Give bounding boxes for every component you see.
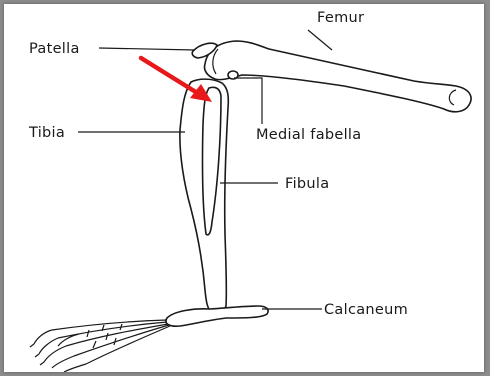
- label-patella: Patella: [29, 41, 80, 57]
- hindlimb-diagram: Femur Patella Medial fabella Tibia Fibul…: [4, 4, 484, 372]
- label-tibia: Tibia: [28, 125, 65, 141]
- patella-leader: [99, 48, 195, 50]
- label-medial-fabella: Medial fabella: [256, 127, 361, 143]
- medial-fabella-leader: [234, 78, 262, 124]
- label-calcaneum: Calcaneum: [324, 302, 408, 318]
- foot-toes: [30, 320, 170, 372]
- diagram-canvas: Femur Patella Medial fabella Tibia Fibul…: [4, 4, 484, 372]
- calcaneum-bone: [166, 306, 268, 326]
- label-femur: Femur: [317, 10, 364, 26]
- label-fibula: Fibula: [285, 176, 329, 192]
- femur-leader: [308, 30, 332, 50]
- femur-bone: [204, 41, 471, 112]
